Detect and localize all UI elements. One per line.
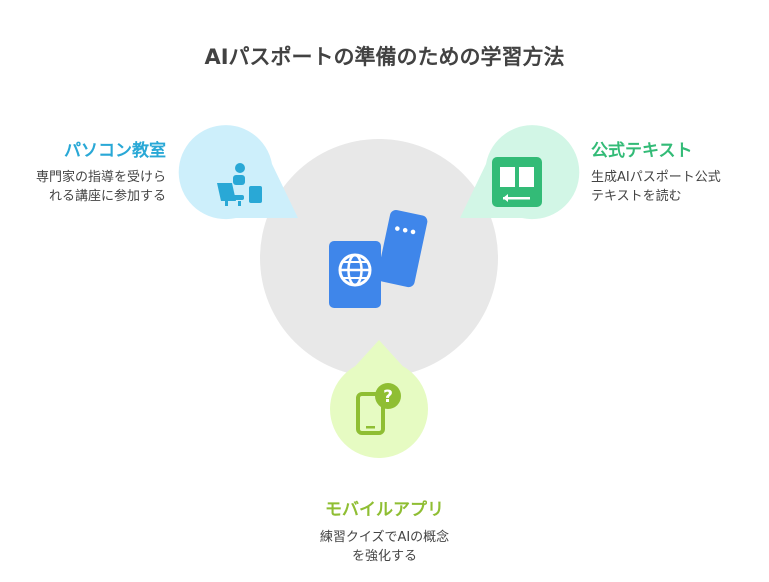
passport-icon (329, 209, 428, 308)
left-desc-line-2: れる講座に参加する (48, 189, 166, 204)
right-branch-title: 公式テキスト (591, 141, 693, 161)
right-desc-line-1: 生成AIパスポート公式 (591, 170, 721, 185)
person-at-computer-icon (217, 163, 262, 206)
bottom-desc-line-1: 練習クイズでAIの概念 (319, 530, 450, 545)
bottom-node (330, 340, 428, 458)
left-desc-line-1: 専門家の指導を受けら (35, 170, 166, 185)
right-branch-description: 生成AIパスポート公式 テキストを読む (591, 168, 721, 206)
svg-text:?: ? (383, 387, 393, 407)
bottom-branch-title: モバイルアプリ (325, 500, 444, 520)
phone-question-icon: ? (356, 383, 401, 435)
left-branch-title: パソコン教室 (64, 141, 166, 161)
right-desc-line-2: テキストを読む (591, 189, 682, 204)
bottom-branch-description: 練習クイズでAIの概念 を強化する (0, 528, 769, 566)
bottom-desc-line-2: を強化する (351, 549, 417, 564)
book-icon (492, 157, 542, 207)
left-branch-description: 専門家の指導を受けら れる講座に参加する (0, 168, 166, 206)
diagram-title: AIパスポートの準備のための学習方法 (204, 45, 565, 69)
